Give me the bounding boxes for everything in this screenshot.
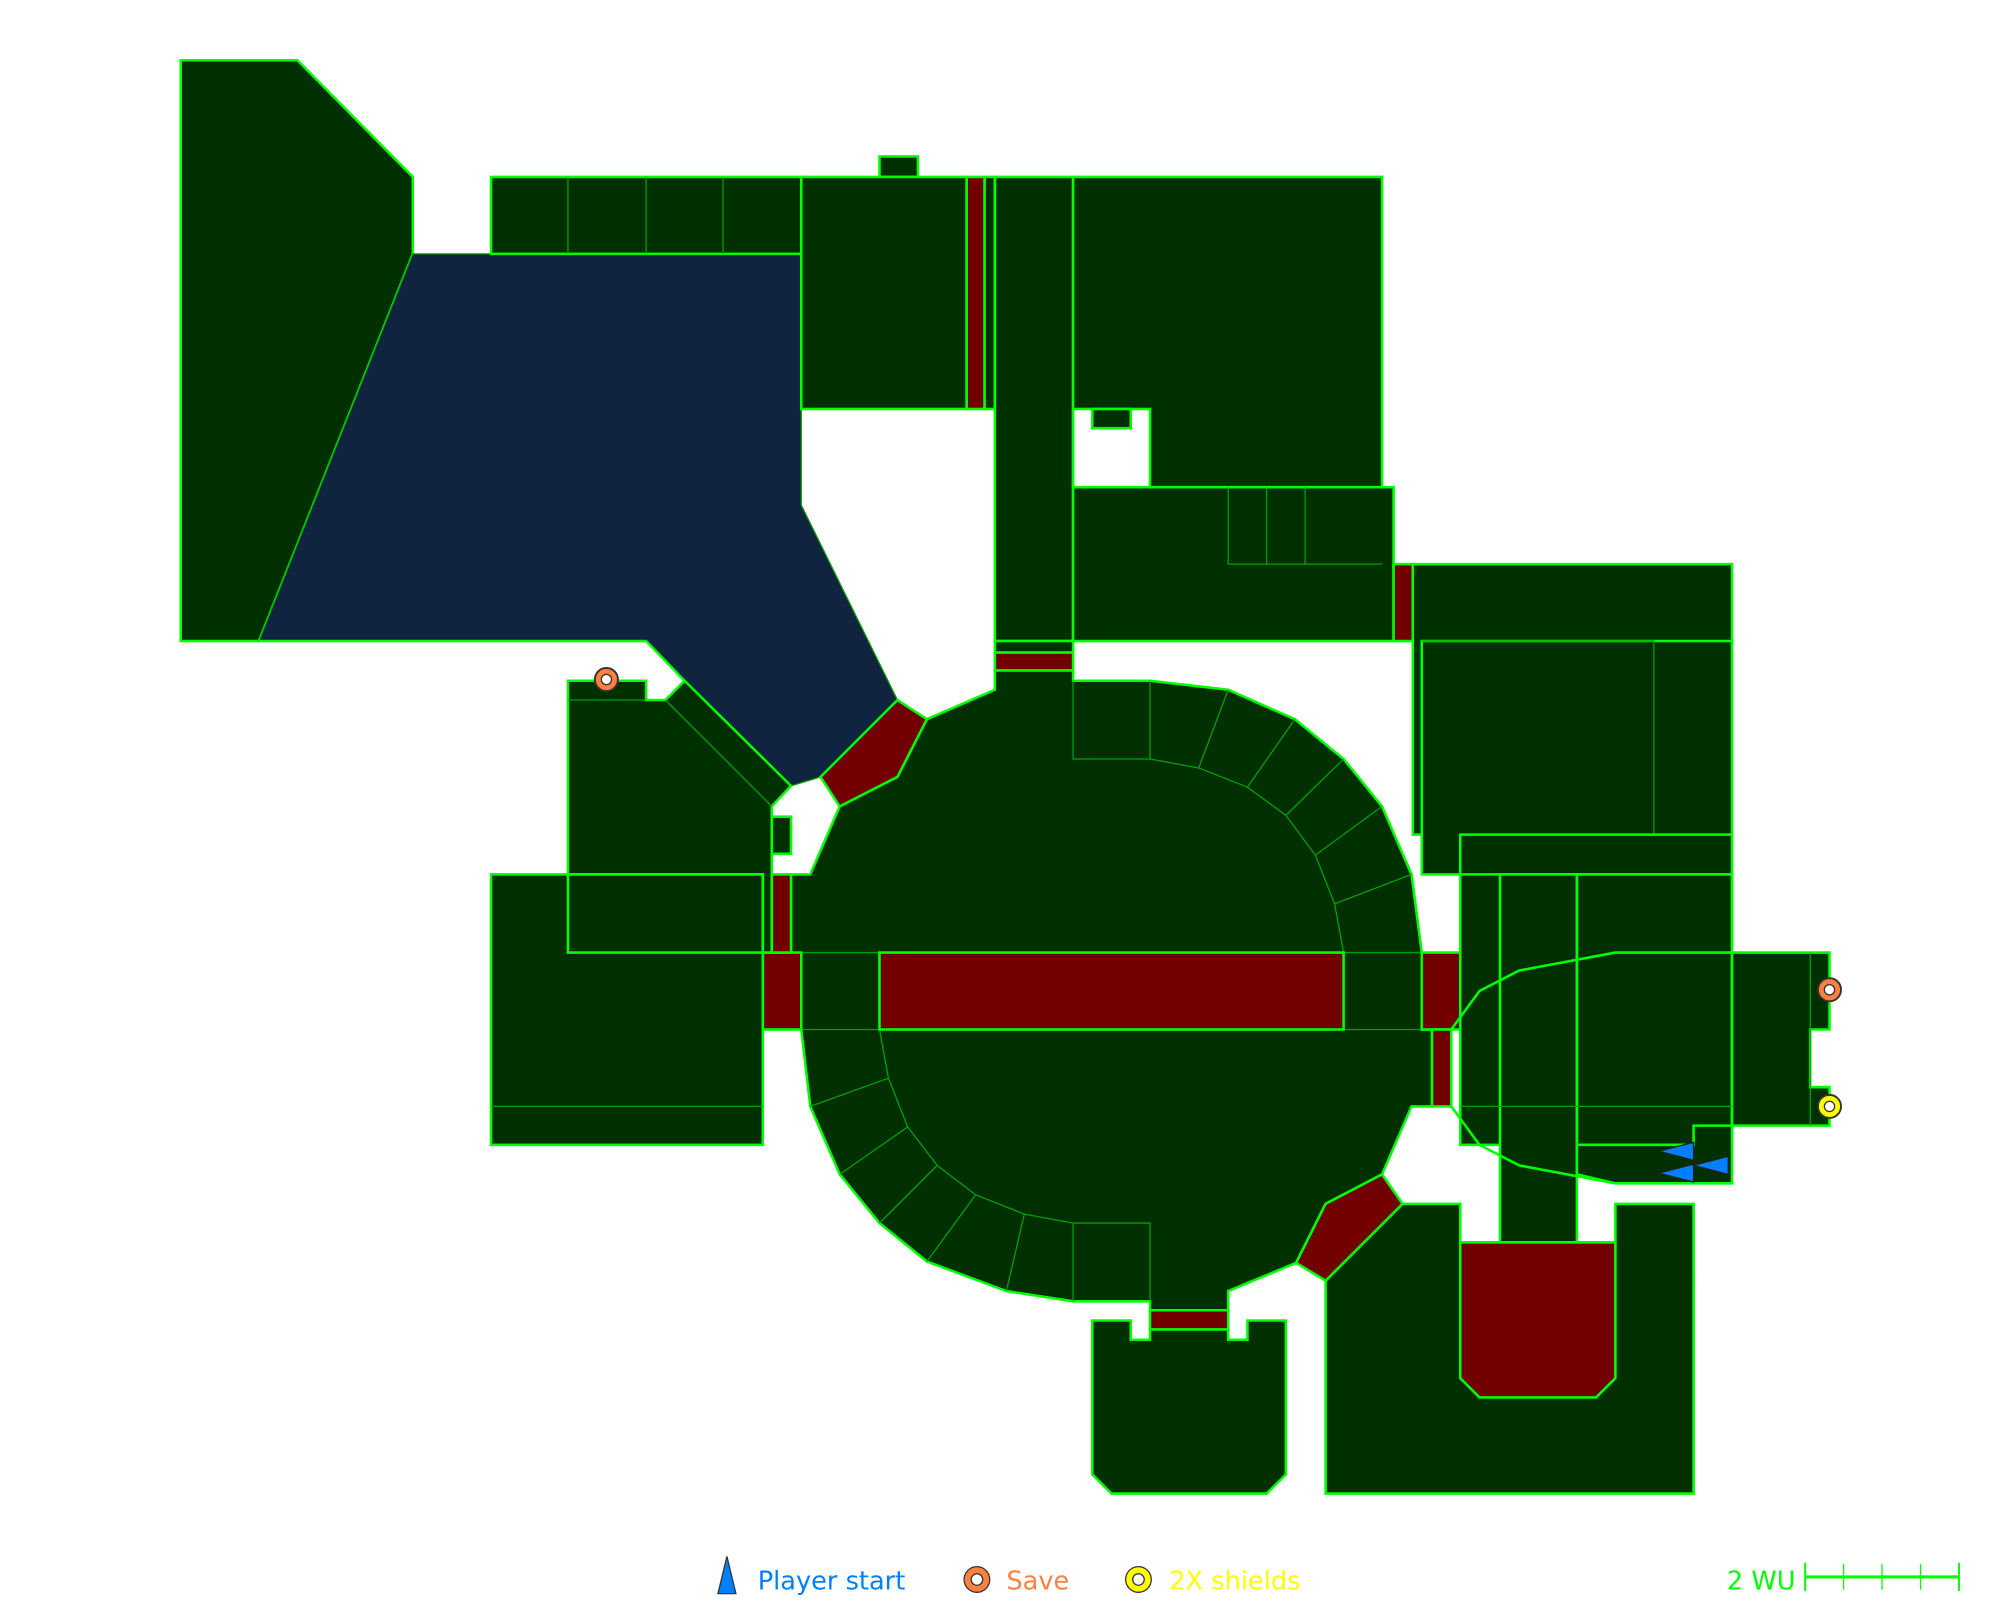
north-alcove bbox=[878, 155, 920, 179]
legend-shields: 2X shields bbox=[1169, 1567, 1300, 1597]
scale-bar-label: 2 WU bbox=[1727, 1567, 1796, 1597]
shields-marker bbox=[1816, 1093, 1842, 1119]
curved-path bbox=[1450, 951, 1733, 1031]
damage-strip-east bbox=[1392, 562, 1415, 643]
damage-west-door bbox=[761, 951, 803, 1031]
north-step bbox=[993, 639, 1075, 654]
player-start-icon bbox=[1656, 1163, 1695, 1183]
southwest-inner bbox=[566, 873, 765, 954]
west-alcove bbox=[770, 815, 793, 856]
far-east-room bbox=[1730, 951, 1831, 1127]
damage-strip-north bbox=[965, 175, 986, 411]
damage-ramp-nw bbox=[818, 698, 929, 809]
save-marker bbox=[1816, 977, 1842, 1003]
map-polygons bbox=[179, 58, 1831, 1495]
player-start-legend-icon bbox=[717, 1556, 737, 1595]
notch-box bbox=[1091, 407, 1133, 430]
damage-pit bbox=[1458, 1241, 1617, 1399]
legend-save: Save bbox=[1006, 1567, 1069, 1597]
map-objects bbox=[593, 666, 1842, 1183]
damage-west-strip bbox=[770, 873, 793, 954]
scale-bar: 2 WU bbox=[1727, 1562, 1960, 1597]
legend: Player start Save 2X shields bbox=[717, 1556, 1300, 1597]
player-start-icon bbox=[1656, 1141, 1695, 1162]
damage-east-door bbox=[1420, 951, 1462, 1031]
east-wing-col bbox=[1498, 873, 1579, 1244]
pool-edge bbox=[258, 639, 686, 682]
legend-player-start: Player start bbox=[758, 1567, 906, 1597]
north-thin-corridor bbox=[983, 175, 997, 411]
central-damage-floor bbox=[878, 951, 1345, 1031]
damage-step bbox=[993, 651, 1075, 672]
damage-south-door bbox=[1148, 1308, 1230, 1331]
player-start-icon bbox=[1691, 1155, 1729, 1176]
northeast-corridor bbox=[993, 175, 1075, 643]
southwest-room bbox=[489, 873, 765, 1147]
damage-east-strip bbox=[1430, 1028, 1453, 1108]
north-room bbox=[800, 175, 968, 411]
south-room bbox=[1091, 1319, 1288, 1495]
damage-ramp-se bbox=[1294, 1172, 1405, 1283]
save-marker bbox=[593, 666, 619, 692]
